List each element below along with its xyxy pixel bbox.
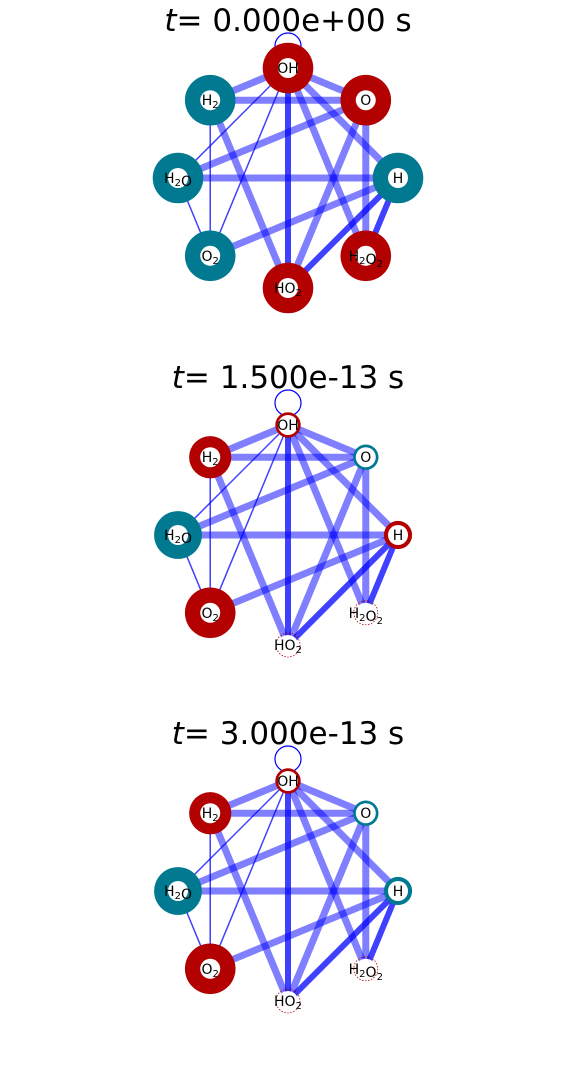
edge-OH-H <box>285 778 401 894</box>
self-loop-OH <box>274 745 302 773</box>
node-HO2 <box>275 632 301 658</box>
node-hole-H2O <box>168 525 188 545</box>
node-hole-O2 <box>200 245 221 266</box>
edge-H2-HO2 <box>206 455 292 647</box>
edge-O2-H <box>208 174 400 260</box>
edge-OH-H <box>285 65 401 181</box>
node-label: OH <box>277 774 299 790</box>
panel-title: t= 3.000e-13 s <box>0 713 576 755</box>
node-label: H2 <box>202 93 219 111</box>
edge-O-H2O <box>176 96 368 182</box>
edge-H-HO2 <box>285 532 401 648</box>
edge-OH-H2O <box>177 67 289 179</box>
node-hole-H2 <box>200 90 221 111</box>
node-hole-H2O <box>168 881 188 901</box>
node-hole-O2 <box>200 602 221 623</box>
node-label: H2O <box>164 884 192 903</box>
node-label: OH <box>277 418 299 434</box>
node-hole-OH <box>278 58 298 78</box>
time-symbol: t <box>164 3 177 39</box>
node-hole-O2 <box>200 958 221 979</box>
node-label: H2 <box>202 806 219 824</box>
node-hole-OH <box>278 415 298 435</box>
edge-layer <box>176 777 401 1004</box>
node-label: HO2 <box>274 638 302 656</box>
edge-H-HO2 <box>285 175 401 291</box>
edge-OH-H2O <box>177 780 289 892</box>
edge-H-HO2 <box>285 888 401 1004</box>
node-hole-O <box>355 447 376 468</box>
panel-title: t= 0.000e+00 s <box>0 0 576 42</box>
node-label: H <box>393 884 404 900</box>
self-loop-OH <box>274 389 302 417</box>
node-label: H2O2 <box>349 249 383 270</box>
node-hole-H <box>388 525 408 545</box>
node-hole-HO2 <box>278 635 298 655</box>
node-label: O <box>360 93 371 109</box>
node-label: HO2 <box>274 994 302 1012</box>
node-label: H2O2 <box>349 962 383 983</box>
edge-OH-H <box>285 422 401 538</box>
node-hole-H2 <box>200 803 221 824</box>
node-hole-H2O2 <box>355 245 376 266</box>
time-symbol: t <box>171 360 184 396</box>
edge-H2-HO2 <box>206 811 292 1003</box>
node-hole-O <box>355 90 376 111</box>
time-value: = 3.000e-13 s <box>183 716 405 752</box>
edge-O-HO2 <box>284 811 370 1003</box>
node-label: OH <box>277 61 299 77</box>
edge-O-H2O <box>176 453 368 539</box>
time-value: = 1.500e-13 s <box>183 360 405 396</box>
panel-title: t= 1.500e-13 s <box>0 357 576 399</box>
node-label: O2 <box>202 606 219 624</box>
node-hole-H2O2 <box>355 958 376 979</box>
node-label: H2O <box>164 528 192 547</box>
node-hole-HO2 <box>278 278 298 298</box>
node-hole-HO2 <box>278 991 298 1011</box>
node-label: O <box>360 806 371 822</box>
edge-OH-O <box>286 421 368 461</box>
node-label: HO2 <box>274 281 302 299</box>
node-hole-H2O <box>168 168 188 188</box>
node-label: H2O2 <box>349 606 383 627</box>
edge-O-H2O <box>176 809 368 895</box>
edge-H2-HO2 <box>206 98 292 290</box>
node-label: O <box>360 450 371 466</box>
node-hole-O <box>355 803 376 824</box>
node-hole-H2O2 <box>355 602 376 623</box>
edge-O2-H <box>208 531 400 617</box>
node-label: O2 <box>202 962 219 980</box>
node-hole-H2 <box>200 447 221 468</box>
node-label: H2O <box>164 171 192 190</box>
node-hole-H <box>388 168 408 188</box>
time-value: = 0.000e+00 s <box>176 3 412 39</box>
node-H2O2 <box>353 600 379 626</box>
node-label: O2 <box>202 249 219 267</box>
edge-OH-H2O <box>177 424 289 536</box>
time-symbol: t <box>171 716 184 752</box>
edge-O-HO2 <box>284 98 370 290</box>
edge-OH-O <box>286 777 368 817</box>
edge-O-HO2 <box>284 455 370 647</box>
node-H2O2 <box>353 956 379 982</box>
node-label: H <box>393 528 404 544</box>
node-HO2 <box>275 988 301 1014</box>
edge-O2-H <box>208 887 400 973</box>
node-hole-H <box>388 881 408 901</box>
node-label: H <box>393 171 404 187</box>
node-label: H2 <box>202 450 219 468</box>
node-hole-OH <box>278 771 298 791</box>
